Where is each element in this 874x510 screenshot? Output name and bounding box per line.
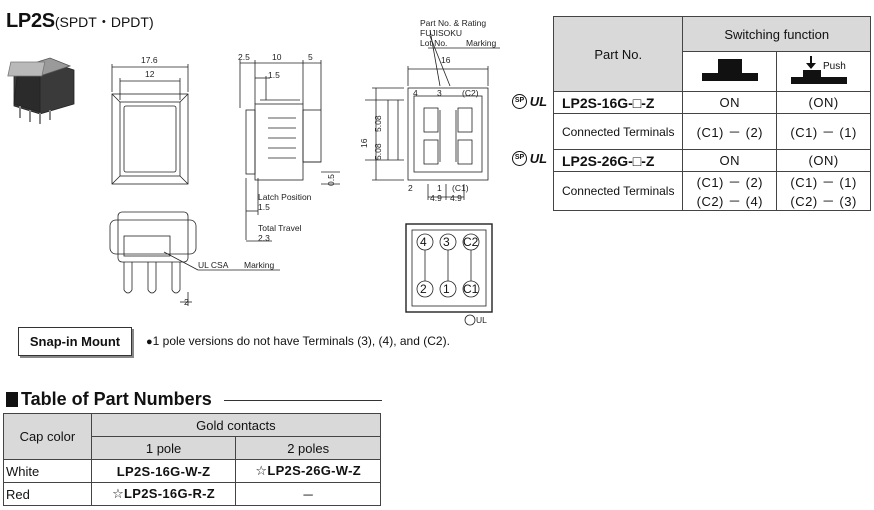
- cert-mark-row1: SP UL: [512, 94, 547, 109]
- terminal-label-3: 3: [437, 88, 442, 98]
- part-rating-label: Part No. & Rating: [420, 18, 486, 28]
- csa-icon: SP: [512, 94, 527, 109]
- terminal-note: ●1 pole versions do not have Terminals (…: [146, 334, 450, 348]
- terminal-label-c1: (C1): [452, 183, 469, 193]
- dim-terminal: 5: [308, 52, 313, 62]
- product-name: LP2S: [6, 10, 55, 32]
- profile-view: [109, 211, 280, 306]
- header-1-pole: 1 pole: [90, 436, 237, 460]
- terminal-label-2: 2: [408, 183, 413, 193]
- header-cap-color: Cap color: [3, 413, 92, 460]
- footprint-terminal-3: 3: [443, 235, 450, 249]
- part-lp2s-16g: LP2S-16G-□-Z: [552, 91, 684, 114]
- push-label: Push: [823, 61, 846, 72]
- cap-color-red: Red: [3, 482, 92, 506]
- released-terminals: (C1) － (2) (C2) － (4): [682, 171, 778, 211]
- product-subtitle: (SPDT・DPDT): [54, 14, 154, 30]
- released-terminals: (C1) － (2): [682, 113, 778, 150]
- footprint-terminal-c2: C2: [463, 235, 479, 249]
- snap-in-mount-label: Snap-in Mount: [18, 327, 132, 356]
- released-plunger-icon: [701, 59, 758, 81]
- terminal-label-1: 1: [437, 183, 442, 193]
- pushed-state: (ON): [776, 149, 871, 172]
- travel-label: Total Travel: [258, 223, 302, 233]
- technical-drawing: 17.6 12 2.5 10 5 1.5 Latch Position 1.5 …: [7, 18, 500, 326]
- part-lp2s-26g: LP2S-26G-□-Z: [552, 149, 684, 172]
- lot-label: Lot No.: [420, 38, 447, 48]
- switching-function-table: Part No. Switching function Push LP2S-16…: [552, 16, 871, 211]
- released-state: ON: [682, 149, 778, 172]
- dim-cap: 2.5: [238, 52, 250, 62]
- header-switching-function: Switching function: [682, 16, 871, 52]
- dim-body: 10: [272, 52, 282, 62]
- marking-bottom-label: Marking: [244, 260, 275, 270]
- heading-square-icon: [6, 392, 18, 407]
- section-heading-text: Table of Part Numbers: [21, 389, 212, 409]
- cert-mark-row3: SP UL: [512, 151, 547, 166]
- product-photo: [7, 57, 75, 124]
- marking-top-label: Marking: [466, 38, 497, 48]
- dim-pitch-c: 4.9: [430, 193, 442, 203]
- footprint-terminal-1: 1: [443, 282, 450, 296]
- bullet-icon: ●: [146, 336, 153, 348]
- terminal-note-text: 1 pole versions do not have Terminals (3…: [152, 334, 450, 348]
- part-number-2poles: ☆LP2S-26G-W-Z: [235, 459, 381, 483]
- latch-label: Latch Position: [258, 192, 312, 202]
- dim-width: 17.6: [141, 55, 158, 65]
- dim-inner-width: 12: [145, 69, 155, 79]
- header-gold-contacts: Gold contacts: [90, 413, 382, 437]
- footprint-terminal-4: 4: [420, 235, 427, 249]
- footprint-terminal-2: 2: [420, 282, 427, 296]
- pushed-terminals: (C1) － (1): [776, 113, 871, 150]
- table-row: White LP2S-16G-W-Z ☆LP2S-26G-W-Z: [3, 459, 381, 483]
- footprint-terminal-c1: C1: [463, 282, 479, 296]
- top-view: [365, 29, 500, 200]
- dim-pitch-a: 5.08: [373, 143, 383, 160]
- released-terminals-line2: (C2) － (4): [696, 194, 763, 209]
- section-heading: Table of Part Numbers: [6, 389, 382, 411]
- connected-terminals-label: Connected Terminals: [552, 171, 684, 211]
- terminal-label-4: 4: [413, 88, 418, 98]
- header-2-poles: 2 poles: [235, 436, 381, 460]
- pushed-terminals-line1: (C1) － (1): [790, 175, 857, 190]
- latch-value: 1.5: [258, 202, 270, 212]
- pushed-plunger-icon: Push: [790, 56, 847, 84]
- released-terminals-line1: (C1) － (2): [696, 175, 763, 190]
- released-state: ON: [682, 91, 778, 114]
- pushed-state: (ON): [776, 91, 871, 114]
- dim-terminal-offset: 2: [184, 297, 189, 307]
- dim-flange: 1.5: [268, 70, 280, 80]
- part-number-1pole: ☆LP2S-16G-R-Z: [90, 482, 237, 506]
- side-view: [239, 60, 340, 242]
- part-number-2poles: －: [235, 482, 381, 506]
- released-state-cell: [682, 51, 778, 92]
- page-title: LP2S(SPDT・DPDT): [6, 10, 154, 33]
- pushed-terminals: (C1) － (1) (C2) － (3): [776, 171, 871, 211]
- dim-offset: 0.5: [326, 174, 336, 186]
- footprint-cert-mark: UL: [476, 315, 487, 325]
- terminal-label-c2: (C2): [462, 88, 479, 98]
- pushed-terminals-line2: (C2) － (3): [790, 194, 857, 209]
- ul-icon: UL: [529, 151, 548, 166]
- header-part-no: Part No.: [552, 16, 684, 92]
- heading-rule: [224, 400, 382, 401]
- connected-terminals-label: Connected Terminals: [552, 113, 684, 150]
- ul-icon: UL: [529, 94, 548, 109]
- cap-color-white: White: [3, 459, 92, 483]
- part-number-1pole: LP2S-16G-W-Z: [90, 459, 237, 483]
- fujisoku-label: FUJISOKU: [420, 28, 462, 38]
- table-row: Red ☆LP2S-16G-R-Z －: [3, 482, 381, 506]
- part-numbers-table: Cap color Gold contacts 1 pole 2 poles W…: [3, 413, 382, 506]
- travel-value: 2.3: [258, 233, 270, 243]
- terminal-footprint: [405, 223, 493, 326]
- dim-pitch-d: 4.9: [450, 193, 462, 203]
- dim-pitch-b: 5.08: [373, 115, 383, 132]
- dim-height: 16: [359, 138, 369, 148]
- ul-csa-label: UL CSA: [198, 260, 229, 270]
- csa-icon: SP: [512, 151, 527, 166]
- front-view: [111, 64, 189, 185]
- dim-top-width: 16: [441, 55, 451, 65]
- pushed-state-cell: Push: [776, 51, 871, 92]
